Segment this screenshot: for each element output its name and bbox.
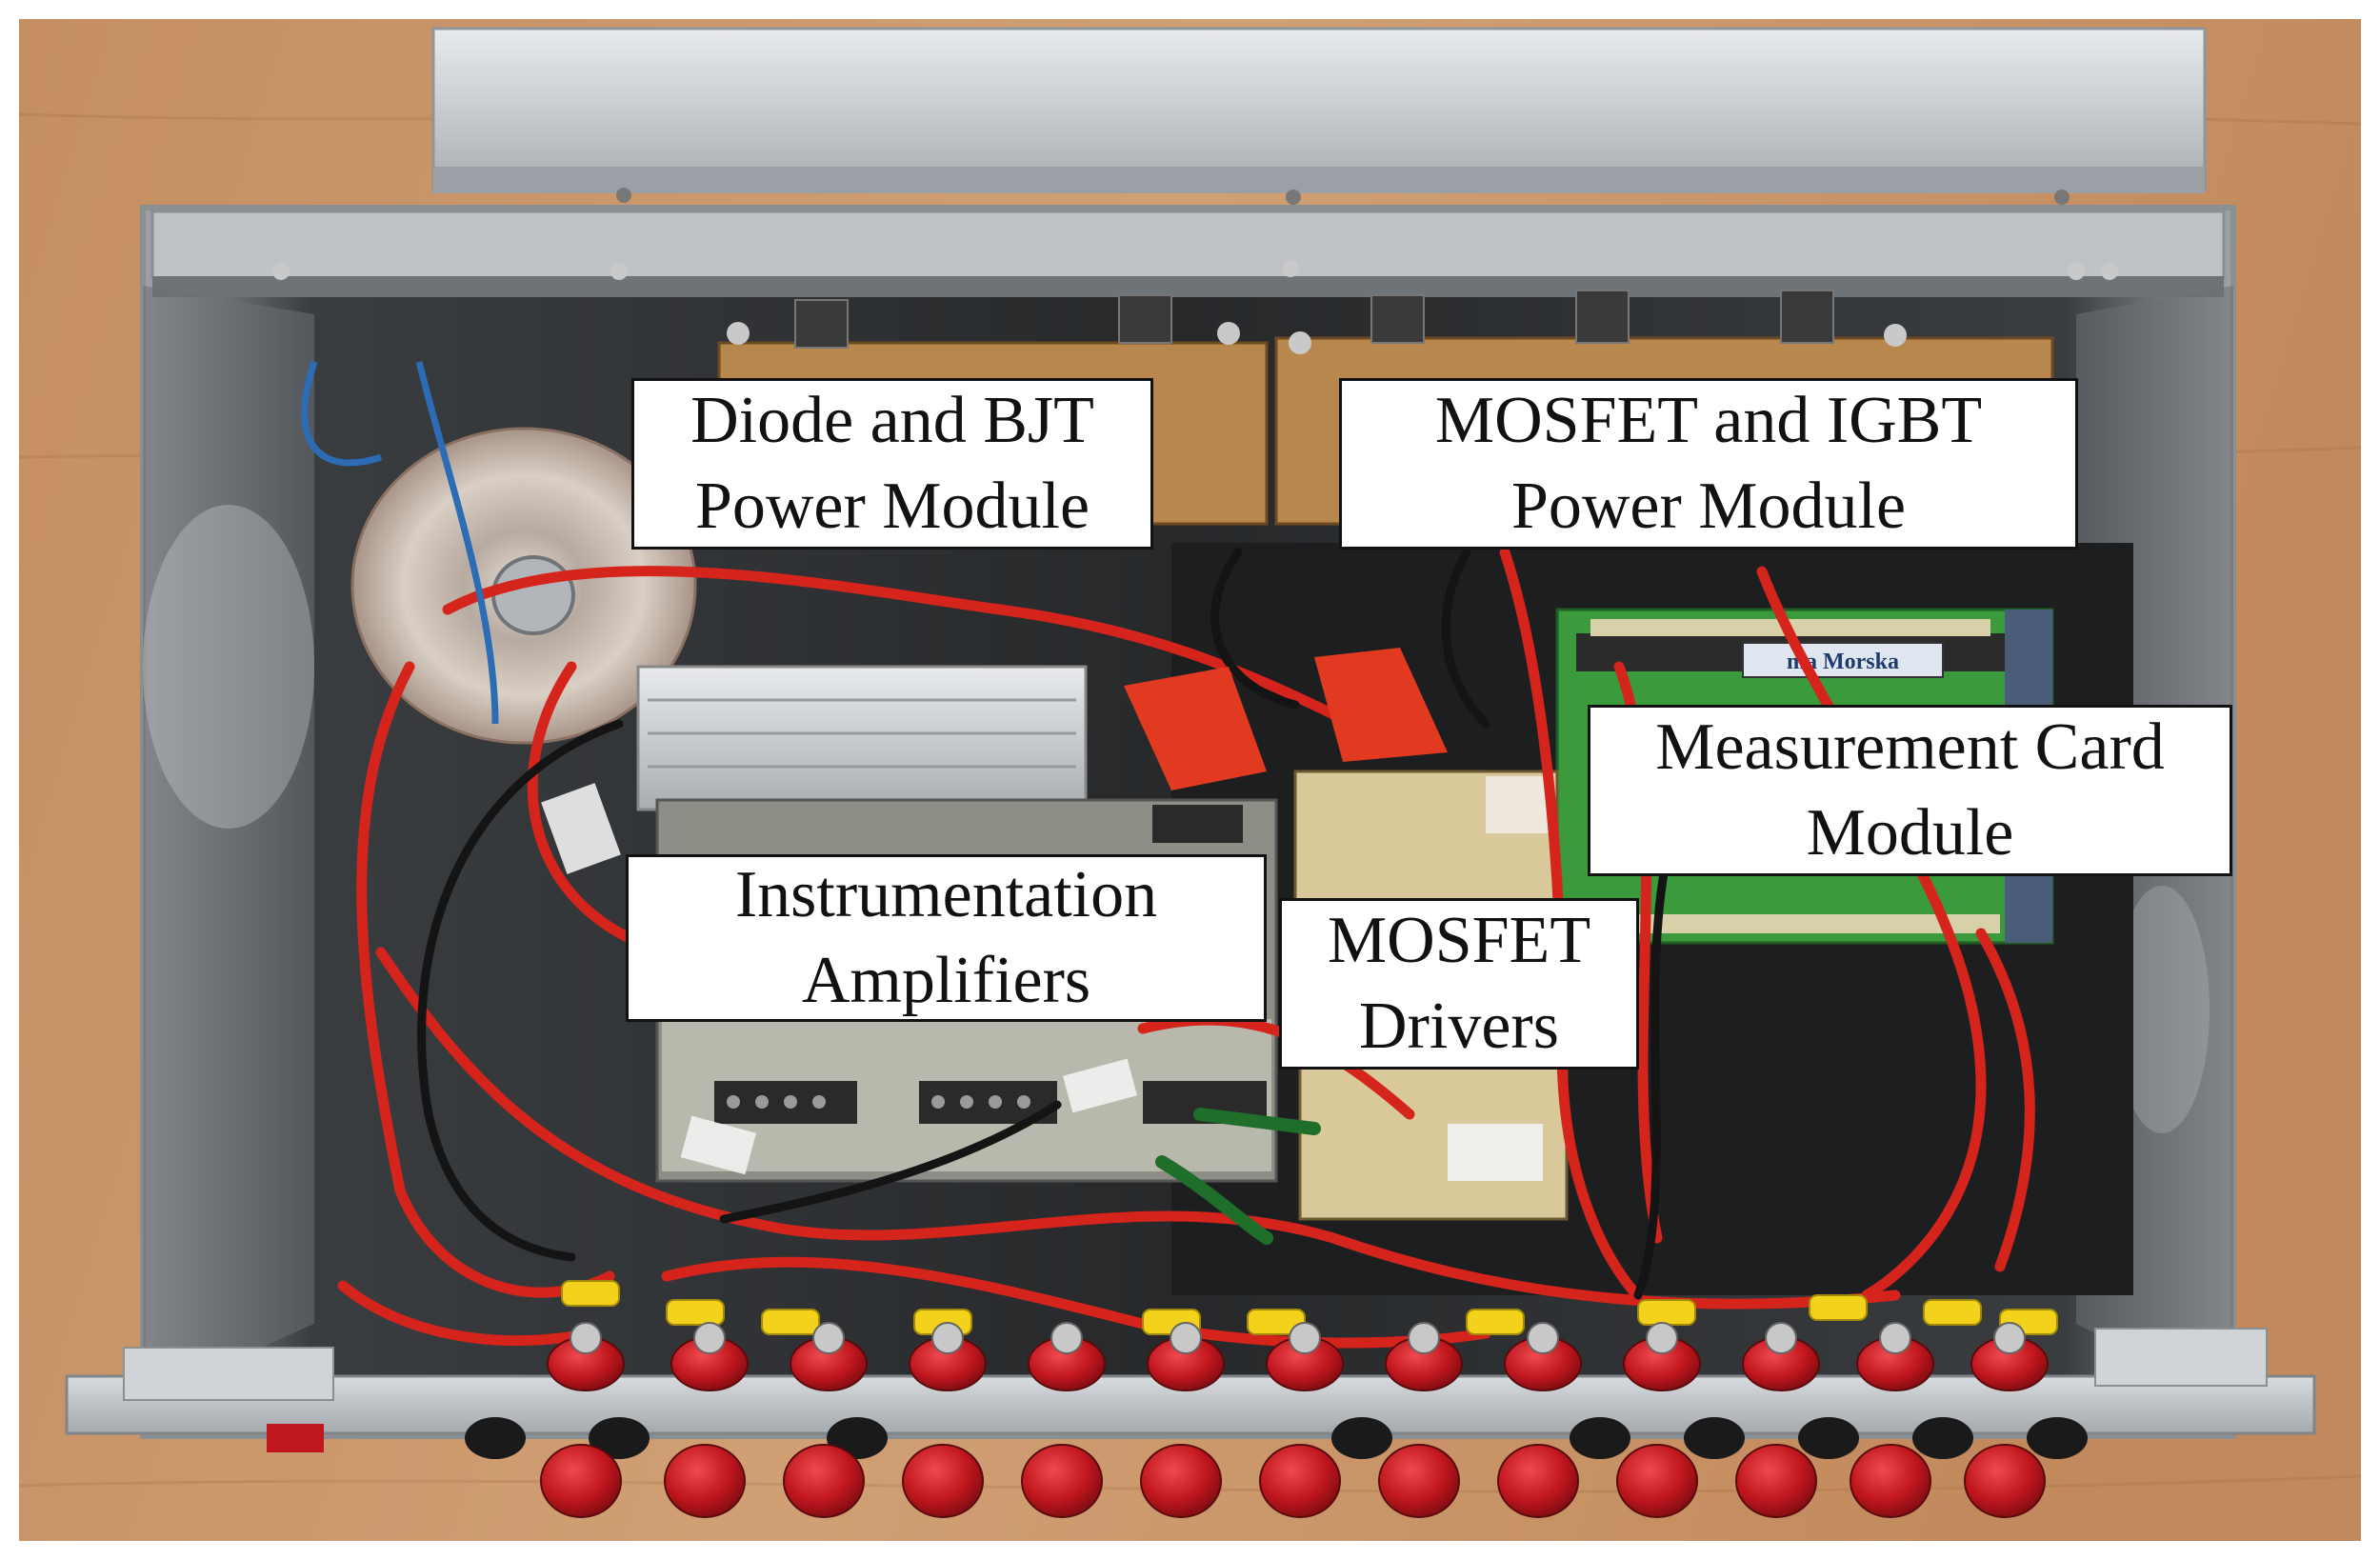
label-line: MOSFET and IGBT [1434, 384, 1983, 457]
label-line: Power Module [1510, 470, 1907, 543]
label-mosfet-drivers: MOSFET Drivers [1279, 898, 1639, 1070]
label-line: MOSFET [1327, 904, 1591, 977]
label-mosfet-igbt-power-module: MOSFET and IGBT Power Module [1339, 378, 2078, 550]
label-line: Drivers [1359, 990, 1559, 1063]
label-line: Module [1806, 796, 2014, 870]
label-line: Power Module [694, 470, 1090, 543]
label-line: Measurement Card [1655, 710, 2165, 784]
label-line: Diode and BJT [690, 384, 1094, 457]
label-diode-bjt-power-module: Diode and BJT Power Module [631, 378, 1153, 550]
label-line: Instrumentation [734, 858, 1158, 931]
label-line: Amplifiers [801, 944, 1091, 1017]
label-measurement-card-module: Measurement Card Module [1588, 705, 2232, 876]
label-instrumentation-amplifiers: Instrumentation Amplifiers [626, 854, 1267, 1022]
